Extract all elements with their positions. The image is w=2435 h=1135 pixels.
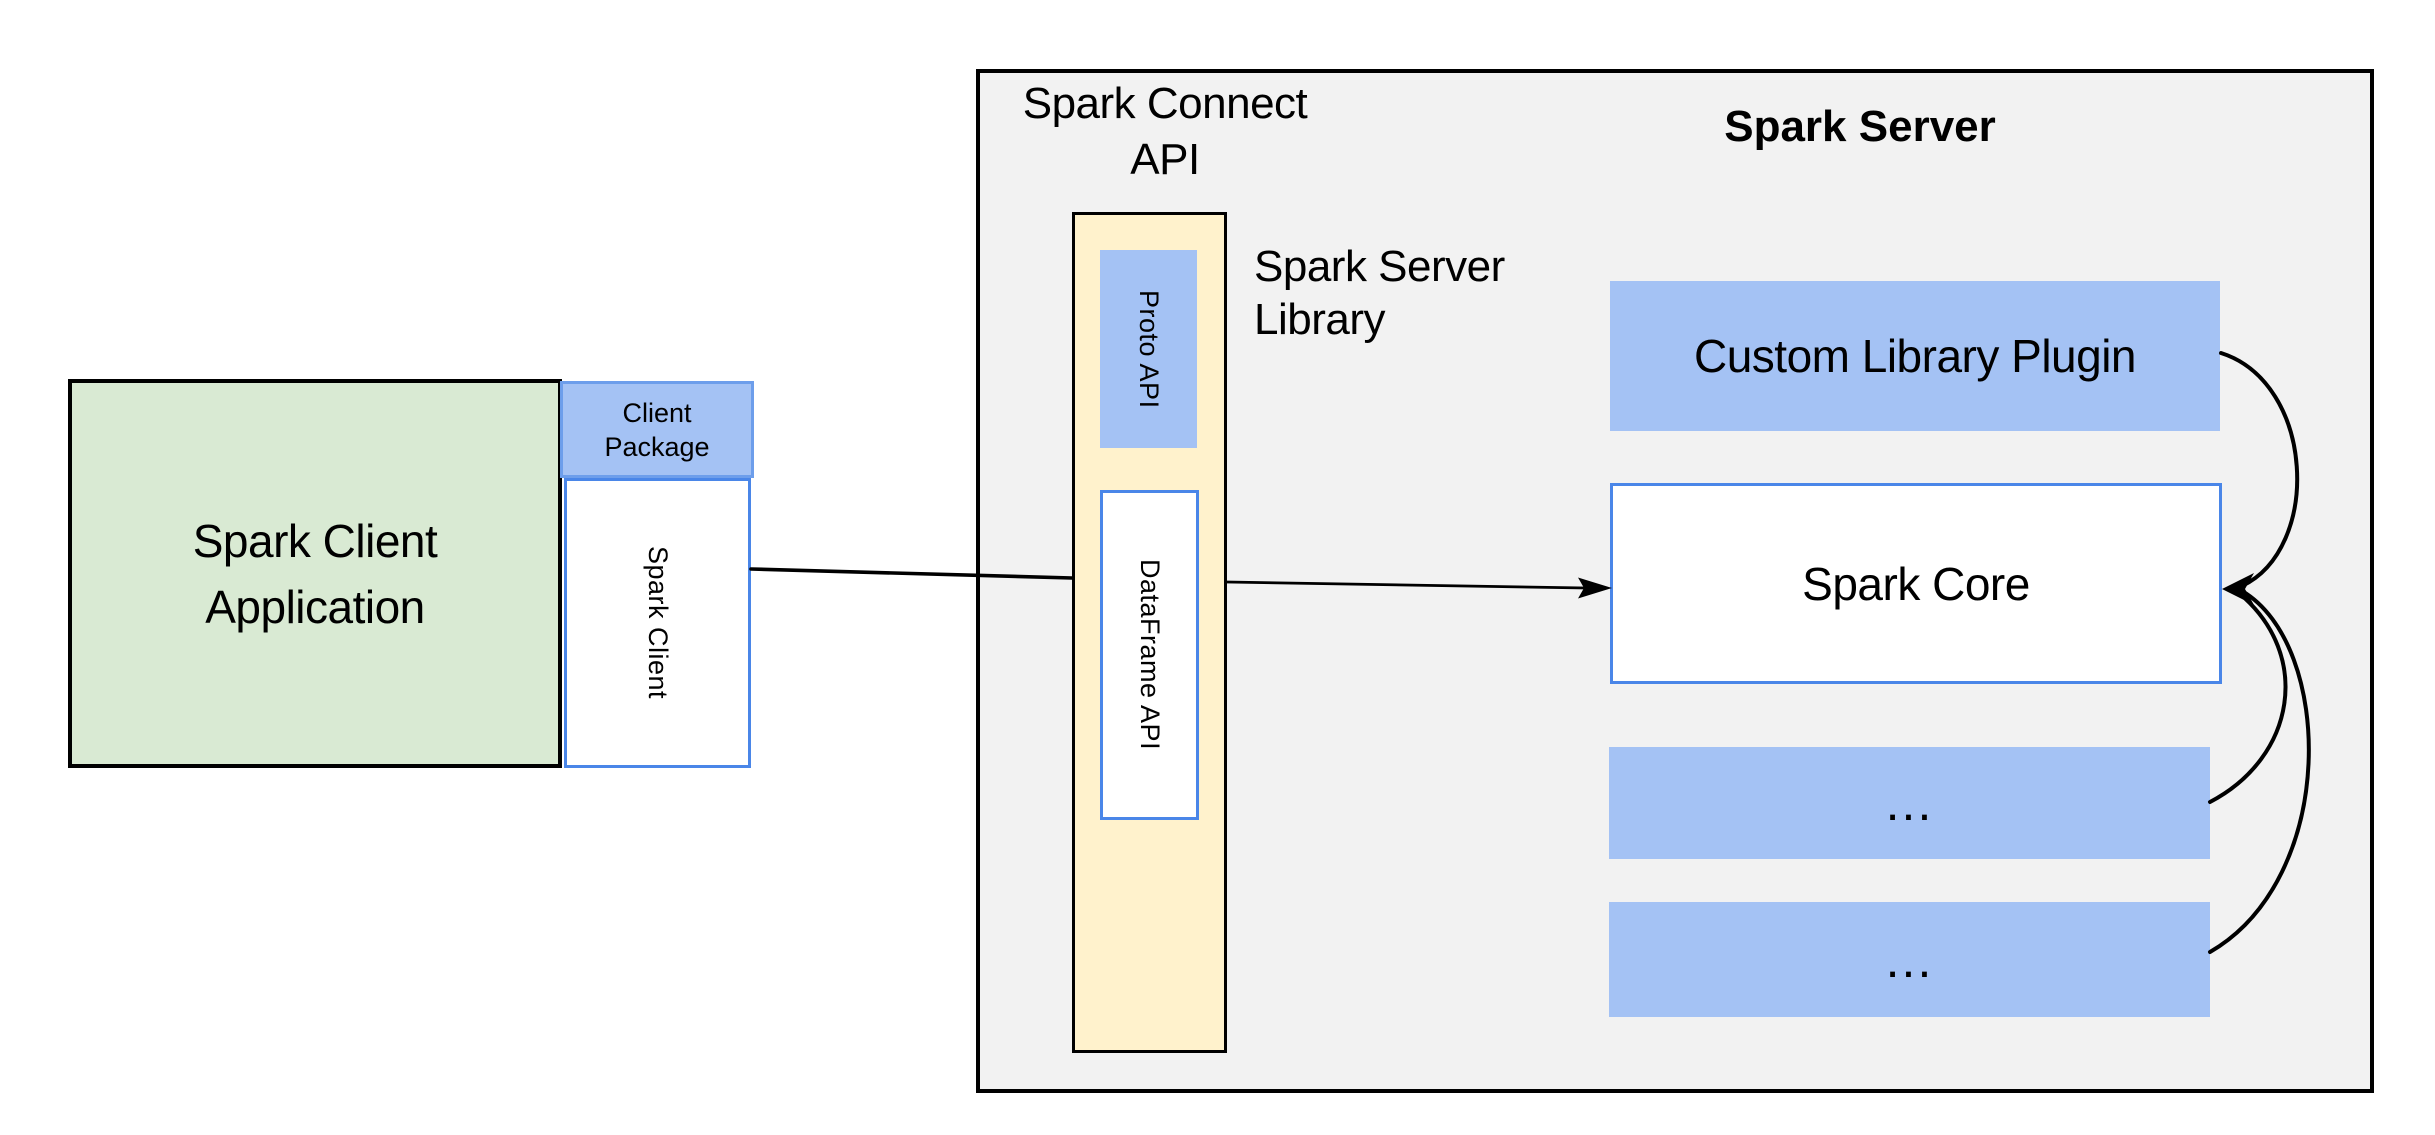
server-module-box-2: ... [1609, 902, 2210, 1017]
spark-server-library-label-line1: Spark Server [1254, 242, 1505, 291]
dataframe-api-box: DataFrame API [1100, 490, 1199, 820]
custom-library-plugin-box: Custom Library Plugin [1610, 281, 2220, 431]
spark-client-application-label-line1: Spark Client [192, 514, 438, 567]
client-package-label-line2: Package [604, 431, 710, 462]
spark-connect-api-title-line1: Spark Connect [1022, 79, 1308, 128]
spark-server-title: Spark Server [1724, 102, 1996, 151]
server-module-1-label: ... [1885, 775, 1934, 831]
proto-api-label: Proto API [1134, 289, 1164, 409]
proto-api-box: Proto API [1100, 250, 1197, 448]
spark-client-application-label-line2: Application [205, 580, 425, 633]
spark-core-box: Spark Core [1610, 483, 2222, 684]
spark-client-application-box: Spark Client Application [68, 379, 562, 768]
spark-connect-api-title-line2: API [1130, 135, 1200, 184]
spark-connect-api-title: Spark Connect API [985, 76, 1345, 188]
client-package-label-line1: Client [622, 397, 692, 428]
spark-client-label: Spark Client [643, 546, 673, 700]
client-package-box: Client Package [560, 381, 754, 478]
spark-client-box: Spark Client [564, 478, 751, 768]
server-module-2-label: ... [1885, 931, 1934, 988]
dataframe-api-label: DataFrame API [1135, 559, 1165, 751]
spark-server-library-label: Spark Server Library [1254, 240, 1674, 346]
custom-library-plugin-label: Custom Library Plugin [1693, 330, 2137, 382]
spark-core-label: Spark Core [1802, 557, 2030, 610]
server-module-box-1: ... [1609, 747, 2210, 859]
spark-server-library-label-line2: Library [1254, 295, 1386, 344]
